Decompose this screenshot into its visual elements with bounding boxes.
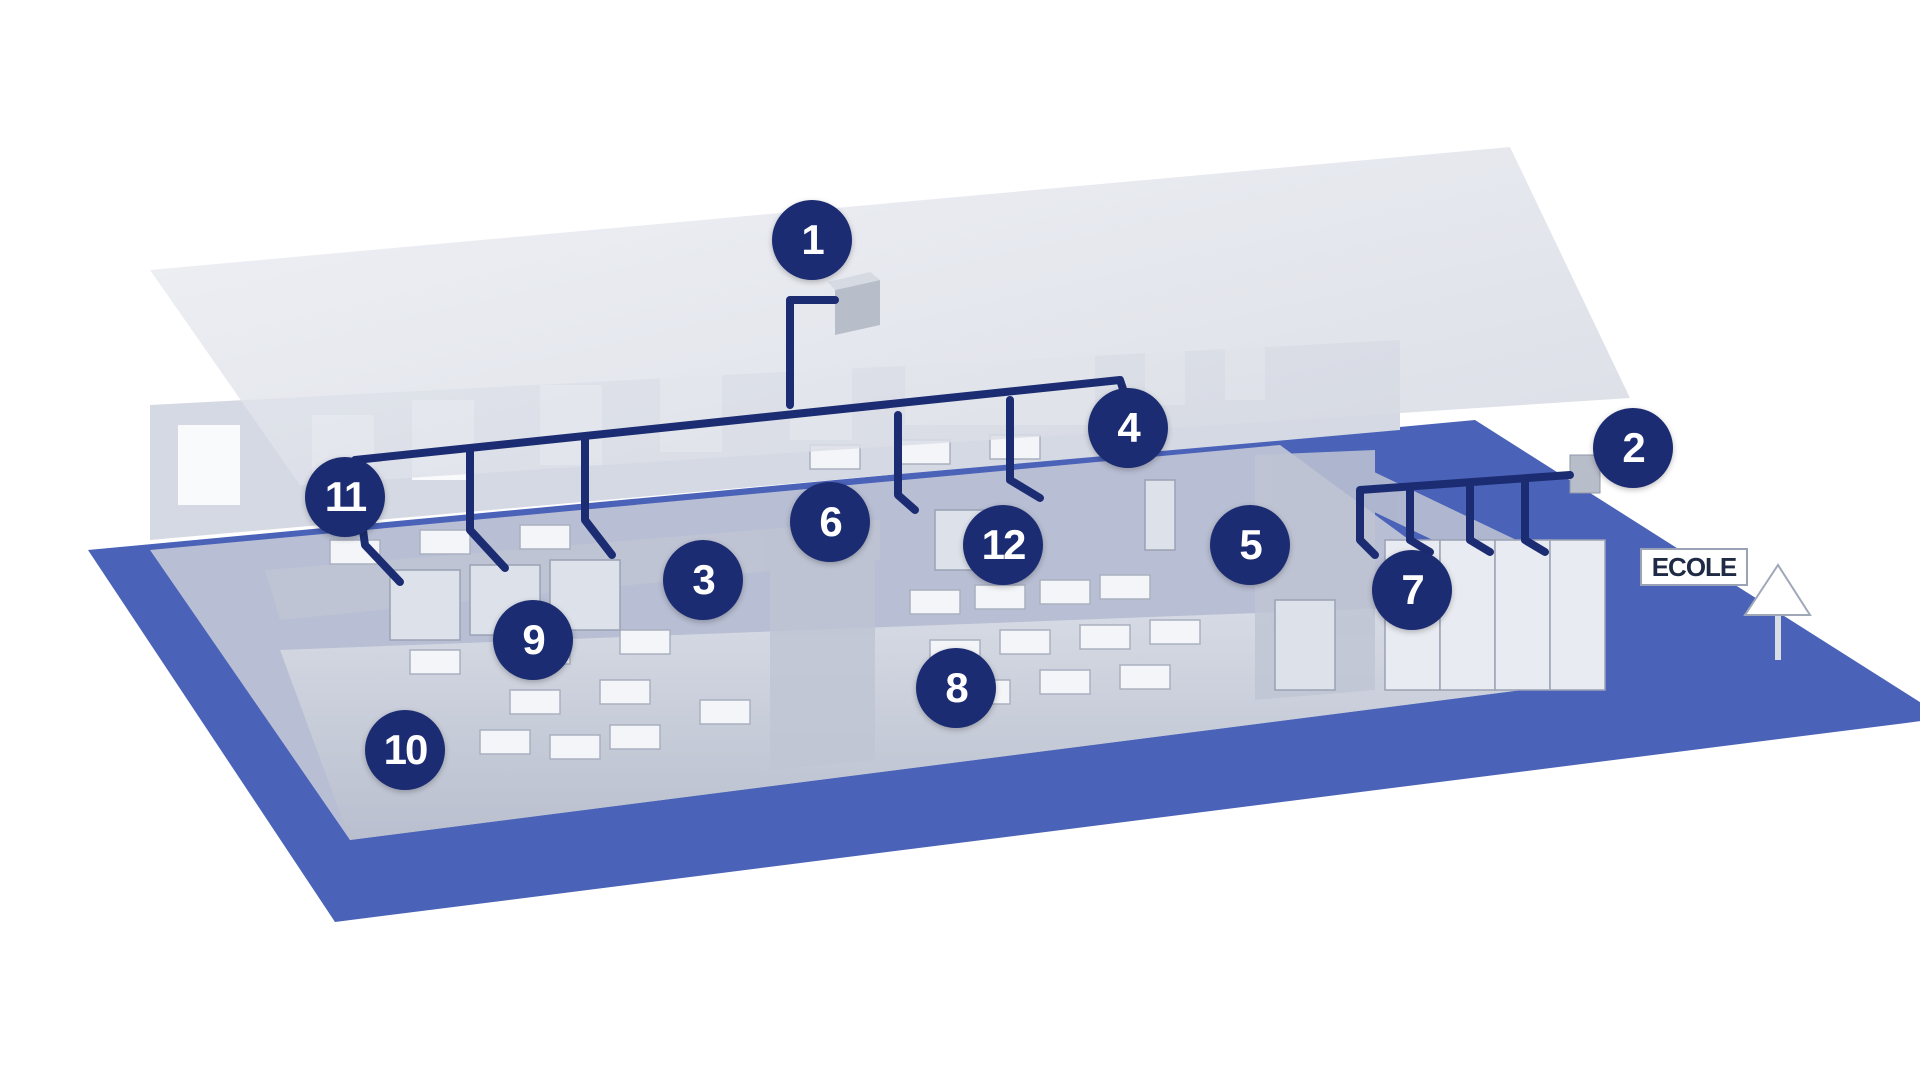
desks xyxy=(329,434,1201,760)
marker-6[interactable]: 6 xyxy=(790,482,870,562)
marker-5[interactable]: 5 xyxy=(1210,505,1290,585)
marker-3[interactable]: 3 xyxy=(663,540,743,620)
exhaust-duct-network xyxy=(1356,471,1574,559)
marker-7[interactable]: 7 xyxy=(1372,550,1452,630)
marker-2[interactable]: 2 xyxy=(1593,408,1673,488)
marker-12[interactable]: 12 xyxy=(963,505,1043,585)
shelving xyxy=(389,479,1336,691)
main-duct-network xyxy=(351,296,1129,586)
school-sign-post xyxy=(1743,563,1812,660)
roof-panel xyxy=(150,147,1630,485)
marker-10[interactable]: 10 xyxy=(365,710,445,790)
marker-1[interactable]: 1 xyxy=(772,200,852,280)
ecole-sign: ECOLE xyxy=(1640,548,1748,586)
marker-11[interactable]: 11 xyxy=(305,457,385,537)
marker-9[interactable]: 9 xyxy=(493,600,573,680)
marker-8[interactable]: 8 xyxy=(916,648,996,728)
rooftop-air-handler xyxy=(828,272,880,335)
marker-4[interactable]: 4 xyxy=(1088,388,1168,468)
